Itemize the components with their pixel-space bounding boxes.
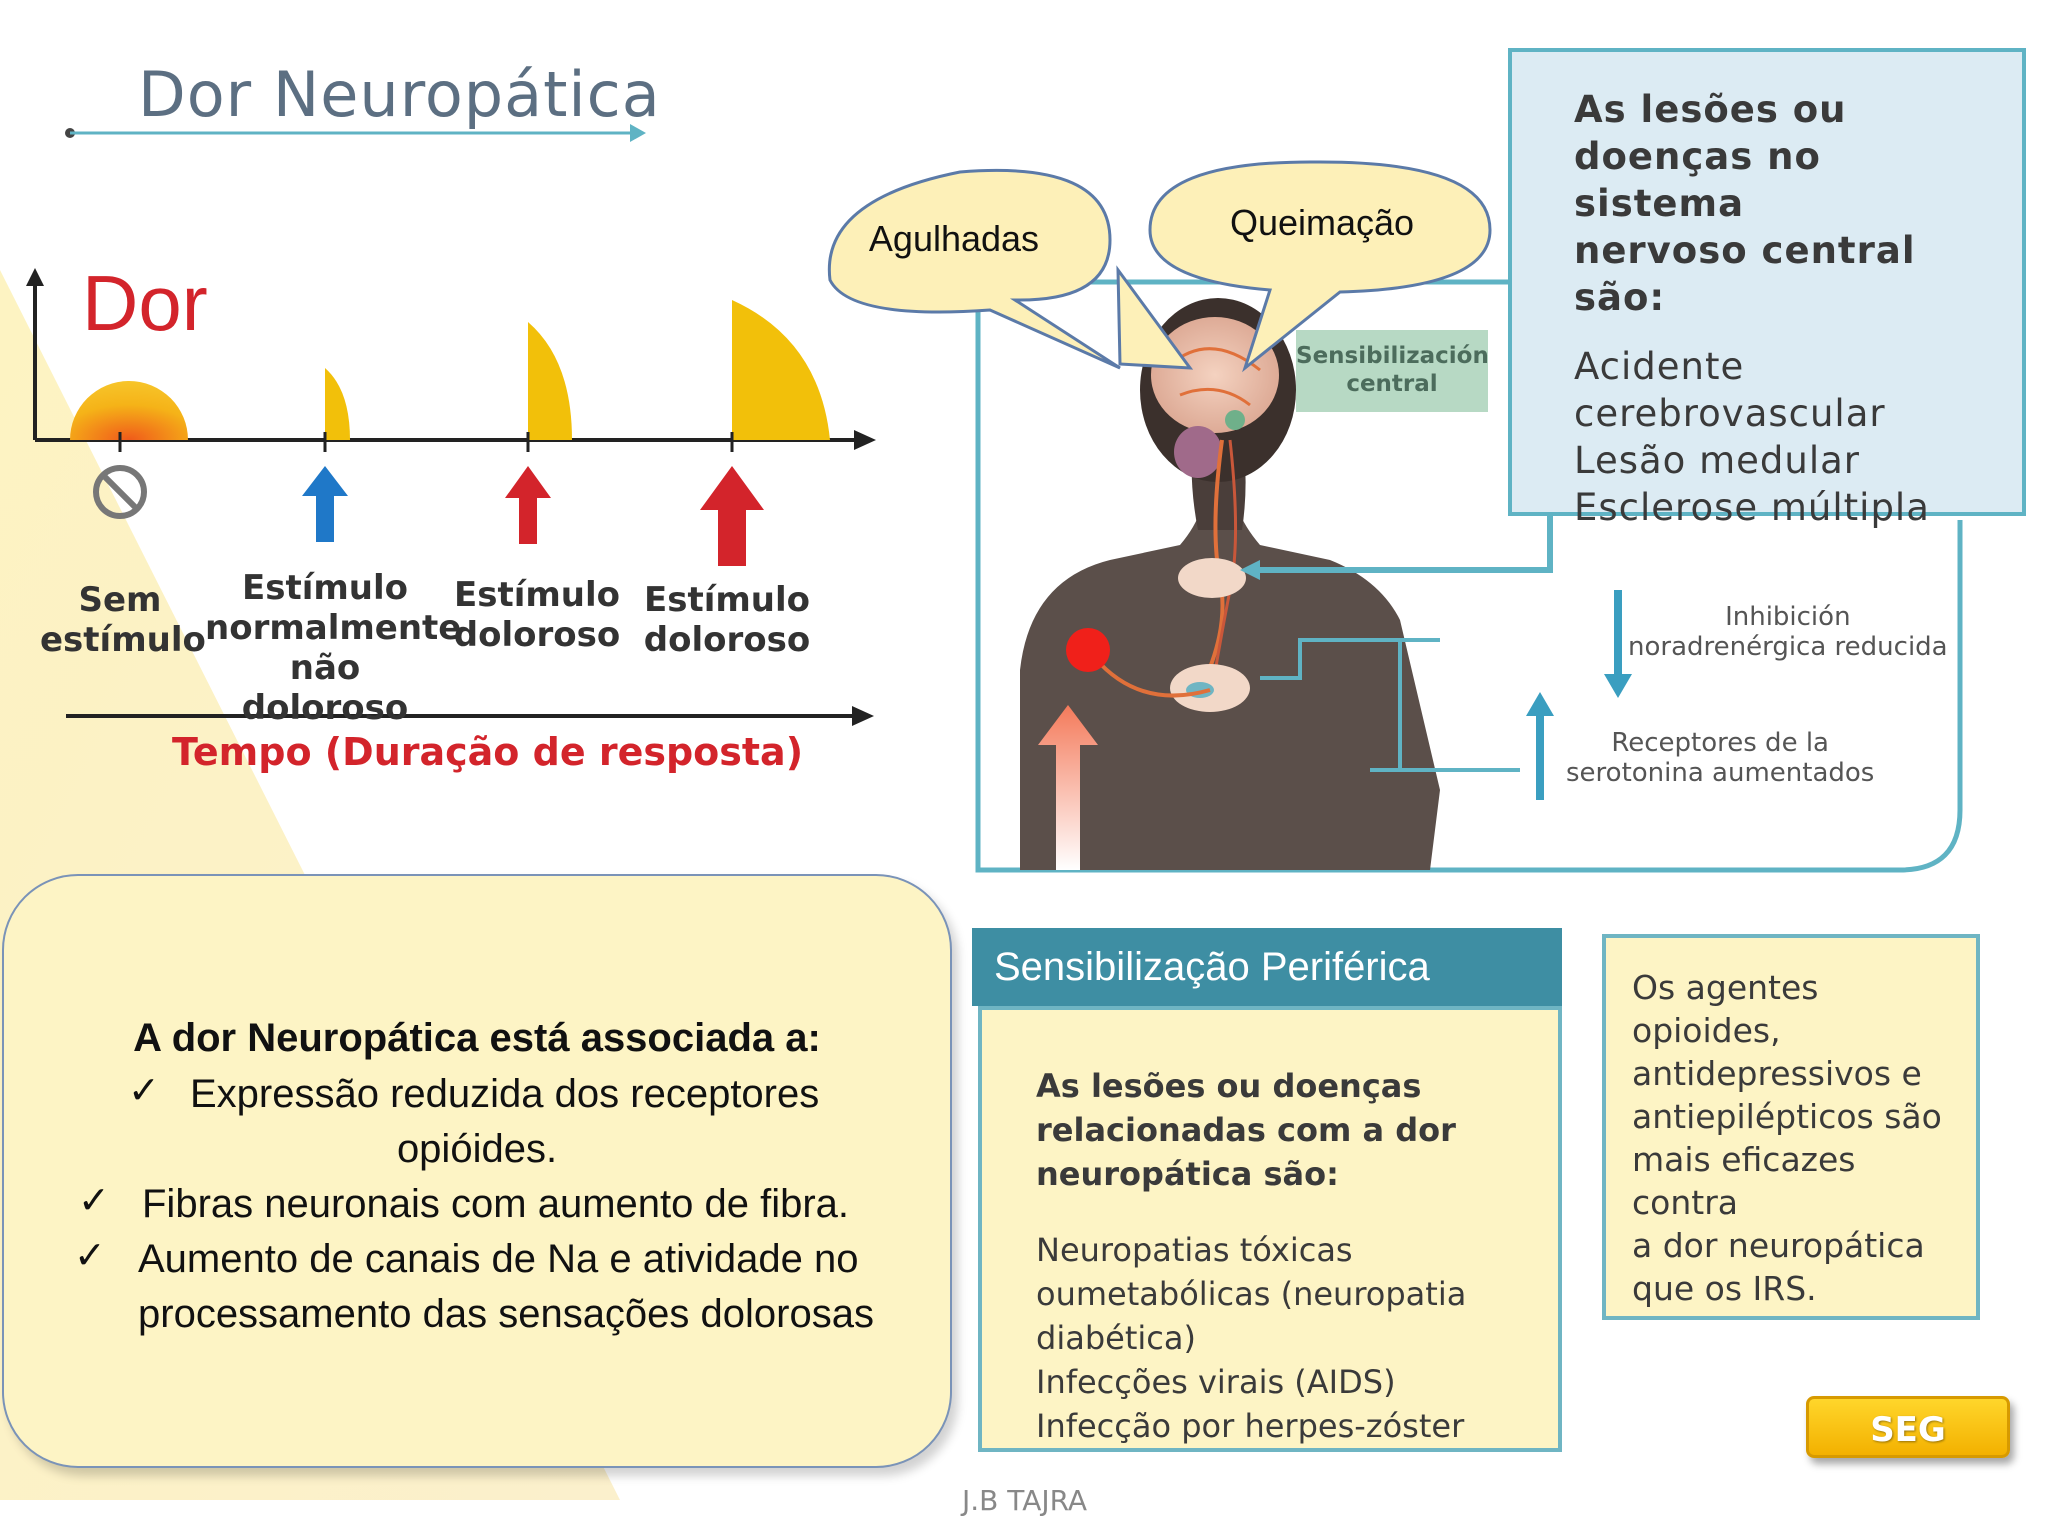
list-item: Infecção por herpes-zóster [1036,1407,1465,1445]
list-item: Lesão medular [1574,439,1860,482]
pain-spot-icon [1066,628,1110,672]
associated-box: A dor Neuropática está associada a: ✓ Ex… [2,874,952,1468]
response-none [70,381,188,440]
title-underline-arrow [65,124,646,142]
y-axis-arrowhead [26,268,44,286]
stimulus-label-painful-2: Estímulo doloroso [643,580,811,660]
bubble-label-queimacao: Queimação [1229,202,1415,243]
associated-heading: A dor Neuropática está associada a: [133,1016,821,1060]
y-axis-label: Dor [82,259,208,347]
list-item: cerebrovascular [1574,392,1886,435]
response-allodynia [325,368,350,440]
list-item: diabética) [1036,1319,1196,1357]
speech-bubble-right [1148,160,1492,373]
page-title: Dor Neuropática [138,58,661,131]
response-pain-1 [528,322,572,440]
list-item: Aumento de canais de Na e atividade no [138,1237,859,1281]
list-item-continuation: opióides. [396,1127,558,1171]
list-item-continuation: processamento das sensações dolorosas [138,1292,874,1336]
central-lesions-box: As lesões ou doenças no sistema nervoso … [1508,48,2026,529]
agents-line: a dor neuropática [1632,1226,1925,1265]
speech-bubbles [827,160,1492,373]
list-item: Acidente [1574,345,1745,388]
up-arrow-icon [1526,692,1554,800]
inhibition-label: Inhibición noradrenérgica reducida [1628,602,1948,662]
stimulus-label-none: Sem estímulo [40,580,206,660]
down-arrow-icon [1604,590,1632,698]
speech-bubble-agulhadas [1116,265,1194,370]
peripheral-header: Sensibilização Periférica [972,928,1562,1006]
agents-line: que os IRS. [1632,1269,1817,1308]
list-item: oumetabólicas (neuropatia [1036,1275,1467,1313]
agents-line: opioides, [1632,1011,1781,1050]
author-credit: J.B TAJRA [962,1484,1088,1517]
agents-line: antiepilépticos são [1632,1097,1942,1136]
list-item: Fibras neuronais com aumento de fibra. [142,1182,850,1226]
check-icon: ✓ [128,1068,160,1112]
central-lesions-heading: As lesões ou doenças no sistema nervoso … [1574,88,1916,319]
central-sensitization-label: Sensibilización central [1296,330,1489,412]
agents-line: mais eficazes contra [1632,1140,1856,1222]
pain-response-chart [26,268,876,726]
sensory-up-arrow-icon [1038,705,1098,870]
large-red-up-arrow-icon [700,466,764,566]
check-icon: ✓ [74,1233,106,1277]
list-item: Neuropatias tóxicas [1036,1231,1353,1269]
list-item: Infecções virais (AIDS) [1036,1363,1396,1401]
list-item: Esclerose múltipla [1574,486,1930,529]
peripheral-heading: As lesões ou doenças relacionadas com a … [1036,1067,1456,1193]
stimulus-label-painful-1: Estímulo doloroso [453,575,621,655]
peripheral-list: Neuropatias tóxicas oumetabólicas (neuro… [1036,1228,1538,1448]
check-icon: ✓ [78,1178,110,1222]
agents-box: Os agentes opioides, antidepressivos e a… [1602,934,1980,1320]
response-pain-2 [732,300,830,440]
receptors-label: Receptores de la serotonina aumentados [1566,728,1875,788]
diagram-frame [975,282,1963,873]
agents-line: Os agentes [1632,968,1819,1007]
stimulus-label-non-painful: Estímulo normalmente não doloroso [205,568,462,728]
speech-bubble-left [827,168,1121,370]
peripheral-box: As lesões ou doenças relacionadas com a … [978,1006,1562,1452]
bubble-label-agulhadas: Agulhadas [868,218,1040,259]
neuropathic-diagram [975,265,1963,873]
agents-line: antidepressivos e [1632,1054,1922,1093]
seg-button[interactable]: SEG [1806,1396,2010,1458]
red-up-arrow-icon [505,466,551,544]
list-item: Expressão reduzida dos receptores [190,1072,820,1116]
blue-up-arrow-icon [302,466,348,542]
x-axis-label: Tempo (Duração de resposta) [172,730,804,774]
time-axis-arrowhead [852,706,874,726]
x-axis-arrowhead [854,430,876,450]
central-lesions-list: Acidente cerebrovascular Lesão medular E… [1574,343,1982,531]
no-stimulus-icon [93,465,147,519]
